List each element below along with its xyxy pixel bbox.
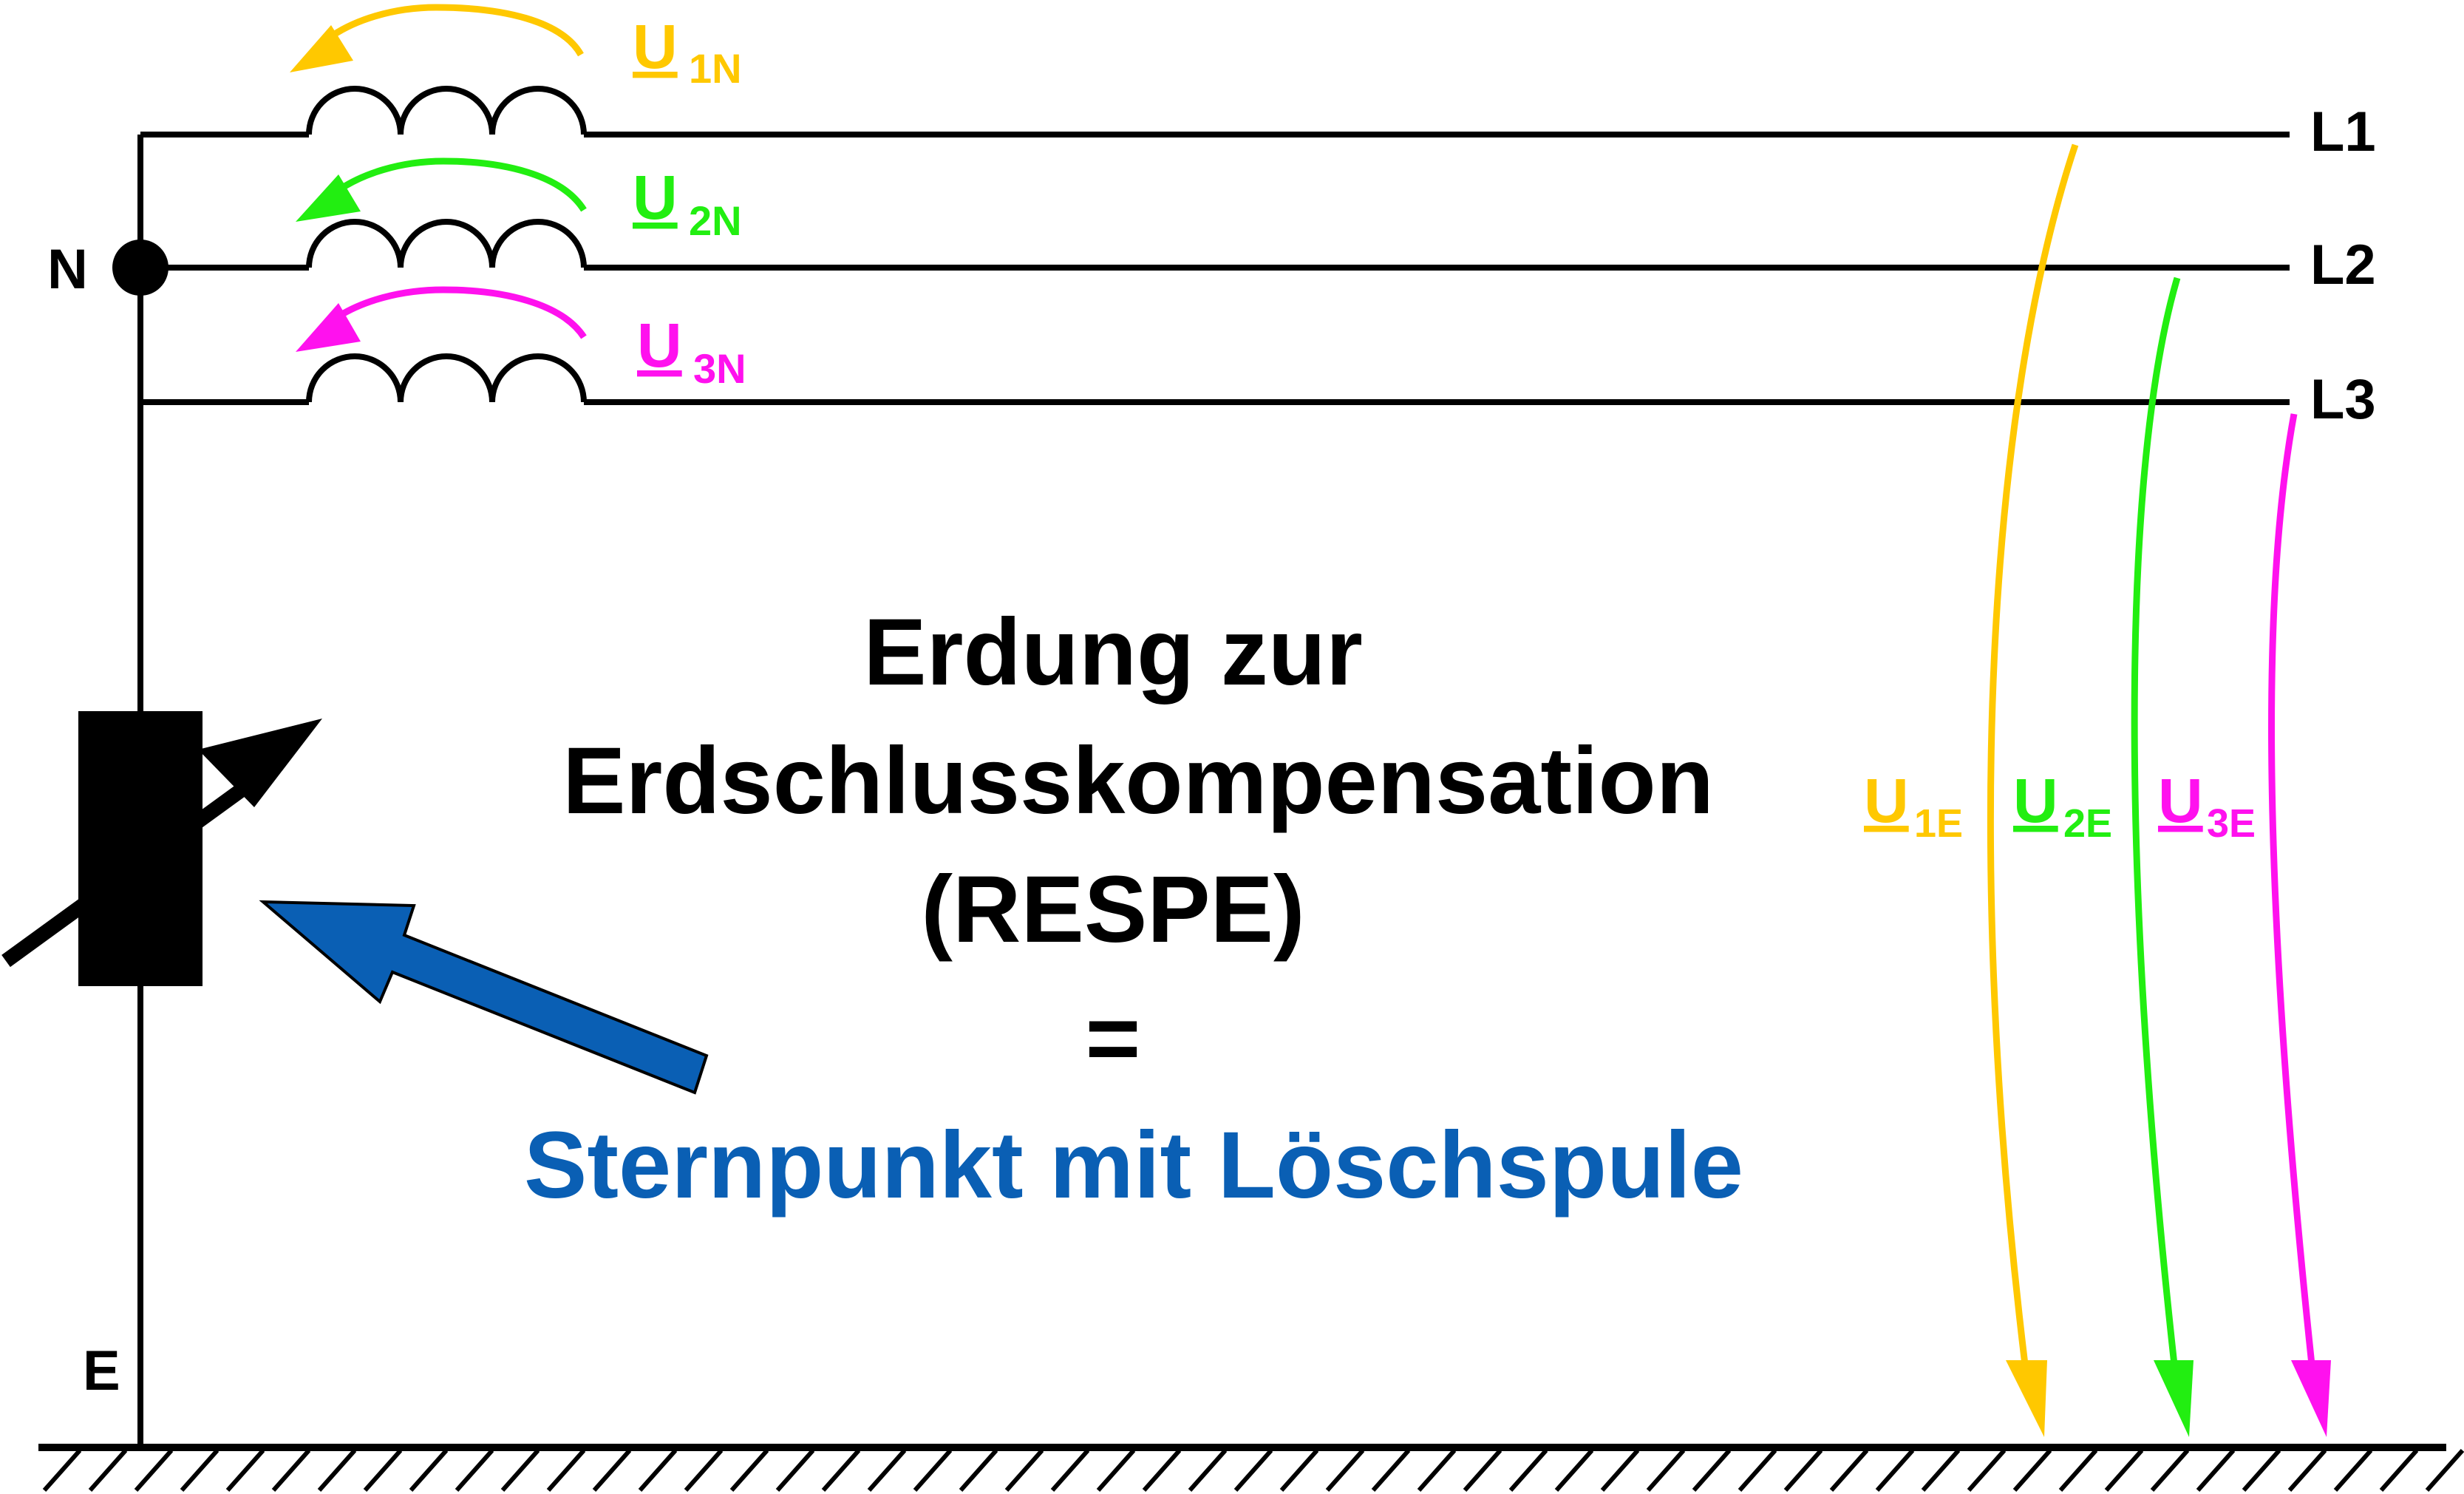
svg-text:2E: 2E — [2063, 801, 2112, 846]
u1n-arc-arrow-icon — [290, 4, 584, 72]
title-result: Sternpunkt mit Löschspule — [524, 1113, 1743, 1218]
ground-hatch-line — [1967, 1449, 2007, 1492]
ground-hatch-line — [1875, 1449, 1915, 1492]
ground-hatch-line — [1188, 1449, 1228, 1492]
ground-hatch-line — [1829, 1449, 1869, 1492]
svg-text:1E: 1E — [1914, 801, 1963, 846]
ground-hatch-line — [2287, 1449, 2327, 1492]
l1-label: L1 — [2310, 101, 2376, 163]
ground-hatch-line — [684, 1449, 724, 1492]
ground-hatch-line — [1325, 1449, 1365, 1492]
ground-hatch-line — [2150, 1449, 2190, 1492]
svg-text:U: U — [633, 163, 678, 232]
ground-hatch-line — [1371, 1449, 1411, 1492]
ground-hatch-line — [1463, 1449, 1502, 1492]
ground-hatch-line — [775, 1449, 815, 1492]
ground-hatch-line — [134, 1449, 174, 1492]
ground-hatch-line — [271, 1449, 311, 1492]
ground-hatch-line — [1921, 1449, 1961, 1492]
neutral-point-dot — [112, 240, 169, 296]
ground-hatch-line — [409, 1449, 449, 1492]
inductor-coil-icon — [306, 353, 587, 403]
ground-hatch-line — [1417, 1449, 1457, 1492]
title-line-1: Erdung zur — [863, 600, 1363, 705]
ground-hatch-line — [729, 1449, 769, 1492]
ground-hatch-line — [821, 1449, 861, 1492]
u2n-label: U 2N — [633, 163, 742, 244]
ground-hatch-line — [225, 1449, 265, 1492]
svg-text:1N: 1N — [689, 45, 742, 92]
ground-hatch-line — [2058, 1449, 2098, 1492]
u1e-arrow-icon — [1987, 143, 2079, 1437]
ground-hatch-line — [592, 1449, 632, 1492]
ground-hatch-line — [2242, 1449, 2281, 1492]
svg-text:U: U — [2013, 766, 2058, 835]
earth-label: E — [83, 1339, 120, 1402]
ground-hatch-line — [2104, 1449, 2144, 1492]
l2-label: L2 — [2310, 234, 2376, 296]
ground-hatch-line — [1050, 1449, 1090, 1492]
u3n-arc-arrow-icon — [296, 286, 587, 352]
ground-hatch-line — [317, 1449, 357, 1492]
ground-hatch-line — [1004, 1449, 1044, 1492]
ground-hatch-line — [2425, 1449, 2464, 1492]
title-line-3: (RESPE) — [921, 857, 1304, 962]
title-line-2: Erdschlusskompensation — [562, 728, 1714, 834]
ground-hatch-line — [1096, 1449, 1136, 1492]
ground-hatch-line — [500, 1449, 540, 1492]
u3e-label: U 3E — [2158, 766, 2256, 846]
ground-hatch-line — [2012, 1449, 2052, 1492]
ground-hatch-line — [363, 1449, 403, 1492]
svg-text:U: U — [2158, 766, 2203, 835]
u2e-label: U 2E — [2013, 766, 2112, 846]
ground-hatch-line — [455, 1449, 494, 1492]
ground-hatch-icon — [38, 1444, 2464, 1492]
ground-hatch-line — [2333, 1449, 2373, 1492]
ground-hatch-line — [1646, 1449, 1686, 1492]
ground-hatch-line — [1233, 1449, 1273, 1492]
ground-hatch-line — [42, 1449, 82, 1492]
ground-hatch-line — [2196, 1449, 2236, 1492]
ground-hatch-line — [88, 1449, 128, 1492]
ground-hatch-line — [1738, 1449, 1777, 1492]
ground-hatch-line — [546, 1449, 586, 1492]
ground-hatch-line — [1600, 1449, 1640, 1492]
title-equals: = — [1086, 985, 1141, 1091]
variable-inductor-icon — [1, 711, 322, 986]
l3-label: L3 — [2310, 368, 2376, 431]
u1e-label: U 1E — [1864, 766, 1963, 846]
ground-hatch-line — [913, 1449, 953, 1492]
inductor-coil-icon — [306, 86, 587, 135]
ground-hatch-line — [180, 1449, 219, 1492]
svg-text:U: U — [1864, 766, 1909, 835]
ground-hatch-line — [1279, 1449, 1319, 1492]
u1n-label: U 1N — [633, 12, 742, 92]
pointer-arrow-icon — [259, 900, 709, 1095]
svg-text:U: U — [637, 310, 682, 380]
svg-text:3N: 3N — [693, 345, 746, 392]
inductor-coil-icon — [306, 219, 587, 268]
ground-hatch-line — [867, 1449, 907, 1492]
phase-l1 — [140, 86, 2290, 137]
neutral-label: N — [47, 238, 88, 301]
ground-hatch-line — [1692, 1449, 1732, 1492]
svg-text:2N: 2N — [689, 197, 742, 244]
svg-text:U: U — [633, 12, 678, 81]
ground-hatch-line — [638, 1449, 678, 1492]
ground-hatch-line — [959, 1449, 998, 1492]
phase-l2 — [140, 219, 2290, 271]
ground-hatch-line — [1783, 1449, 1823, 1492]
u2e-arrow-icon — [2131, 276, 2194, 1437]
u3n-label: U 3N — [637, 310, 746, 392]
ground-hatch-line — [1142, 1449, 1182, 1492]
ground-hatch-line — [2379, 1449, 2419, 1492]
svg-text:3E: 3E — [2207, 801, 2256, 846]
u2n-arc-arrow-icon — [296, 157, 587, 222]
ground-hatch-line — [1508, 1449, 1548, 1492]
ground-hatch-line — [1554, 1449, 1594, 1492]
phase-l3 — [140, 353, 2290, 405]
u3e-arrow-icon — [2268, 413, 2331, 1437]
